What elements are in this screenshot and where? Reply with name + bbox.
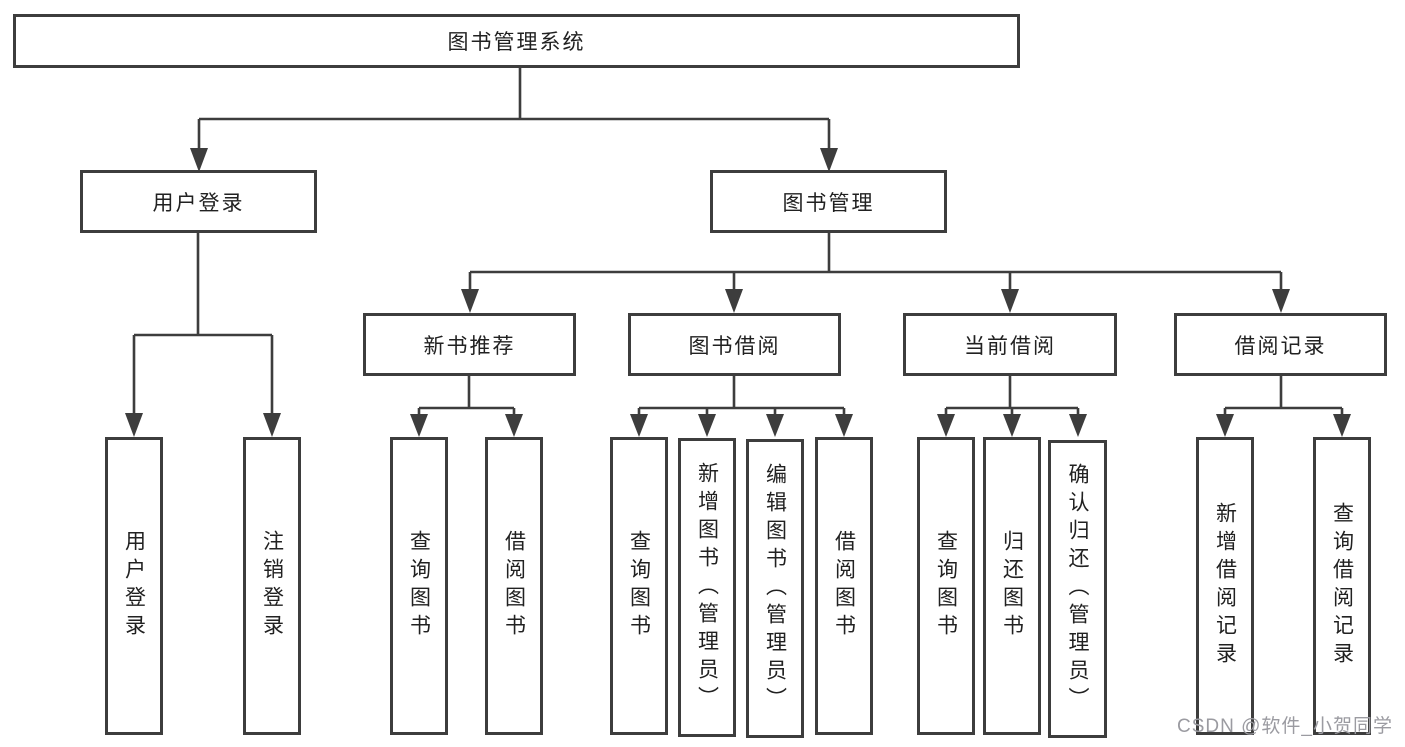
node-leaf-cb-confirm-return-label: 确认归还（管理员） [1066,463,1089,715]
node-leaf-bb-borrow-books-label: 借阅图书 [832,530,856,642]
arrowhead-icon [698,414,716,437]
node-book-borrow: 图书借阅 [628,313,841,376]
node-leaf-bb-query-books: 查询图书 [610,437,668,735]
arrowhead-icon [630,414,648,437]
node-leaf-nbr-borrow-books: 借阅图书 [485,437,543,735]
arrowhead-icon [190,148,208,172]
node-leaf-br-add-record: 新增借阅记录 [1196,437,1254,735]
node-root: 图书管理系统 [13,14,1020,68]
node-leaf-bb-edit-books-label: 编辑图书（管理员） [763,462,787,715]
node-leaf-br-add-record-label: 新增借阅记录 [1213,502,1237,670]
connector-root-to-level2 [190,68,838,172]
node-leaf-user-login-label: 用户登录 [122,530,146,642]
node-leaf-nbr-query-books: 查询图书 [390,437,448,735]
node-book-management: 图书管理 [710,170,947,233]
node-leaf-bb-add-books-label: 新增图书（管理员） [695,461,719,714]
arrowhead-icon [1333,414,1351,437]
arrowhead-icon [1216,414,1234,437]
node-current-borrow-label: 当前借阅 [964,334,1056,358]
arrowhead-icon [263,413,281,437]
connector-book-management-children [461,233,1290,313]
node-user-login-label: 用户登录 [152,191,245,215]
connector-new-book-recommend-children [410,376,523,437]
node-user-login: 用户登录 [80,170,317,233]
node-leaf-br-query-record-label: 查询借阅记录 [1330,502,1354,670]
node-new-book-recommend-label: 新书推荐 [423,334,516,358]
arrowhead-icon [1003,414,1021,437]
node-book-borrow-label: 图书借阅 [688,334,781,358]
arrowhead-icon [820,148,838,172]
node-leaf-cb-return-books: 归还图书 [983,437,1041,735]
arrowhead-icon [461,289,479,313]
arrowhead-icon [125,413,143,437]
arrowhead-icon [1001,289,1019,313]
node-leaf-bb-edit-books: 编辑图书（管理员） [746,439,804,738]
node-leaf-cb-query-books: 查询图书 [917,437,975,735]
node-leaf-bb-add-books: 新增图书（管理员） [678,438,736,737]
node-leaf-cb-return-books-label: 归还图书 [1000,530,1024,642]
arrowhead-icon [835,414,853,437]
node-leaf-logout-label: 注销登录 [260,530,284,642]
node-leaf-nbr-borrow-books-label: 借阅图书 [502,530,526,642]
arrowhead-icon [505,414,523,437]
node-leaf-user-login: 用户登录 [105,437,163,735]
connector-book-borrow-children [630,376,853,437]
node-leaf-br-query-record: 查询借阅记录 [1313,437,1371,735]
arrowhead-icon [766,414,784,437]
connector-borrow-records-children [1216,376,1351,437]
node-leaf-bb-borrow-books: 借阅图书 [815,437,873,735]
csdn-watermark: CSDN @软件_小贺同学 [1177,716,1393,737]
node-leaf-logout: 注销登录 [243,437,301,735]
arrowhead-icon [1069,414,1087,437]
node-borrow-records: 借阅记录 [1174,313,1387,376]
node-root-label: 图书管理系统 [447,31,586,54]
arrowhead-icon [937,414,955,437]
node-current-borrow: 当前借阅 [903,313,1117,376]
node-leaf-cb-confirm-return: 确认归还（管理员） [1048,440,1107,738]
node-new-book-recommend: 新书推荐 [363,313,576,376]
node-borrow-records-label: 借阅记录 [1234,334,1327,358]
node-leaf-cb-query-books-label: 查询图书 [934,530,958,642]
arrowhead-icon [410,414,428,437]
node-book-management-label: 图书管理 [782,191,875,215]
connector-user-login-children [125,233,281,437]
node-leaf-bb-query-books-label: 查询图书 [627,530,651,642]
arrowhead-icon [1272,289,1290,313]
node-leaf-nbr-query-books-label: 查询图书 [407,530,431,642]
connector-current-borrow-children [937,376,1087,437]
arrowhead-icon [725,289,743,313]
